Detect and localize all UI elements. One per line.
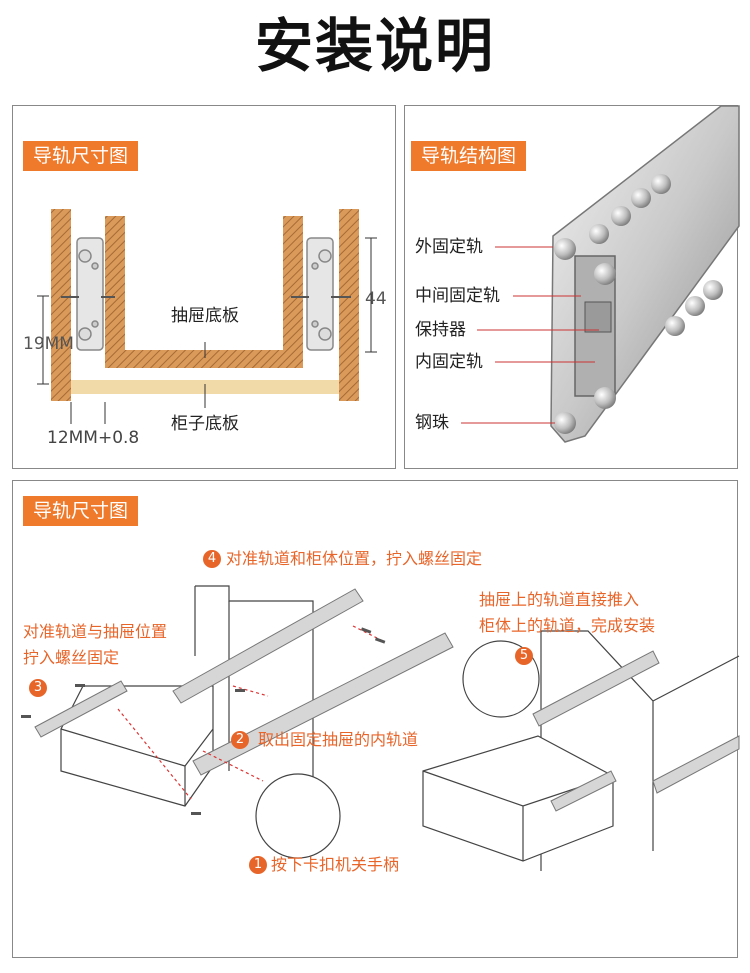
drawer-bottom-label: 抽屉底板 bbox=[171, 306, 239, 326]
step-3-text-line2: 拧入螺丝固定 bbox=[23, 648, 120, 667]
install-illustration bbox=[21, 585, 740, 871]
step-4-text: 对准轨道和柜体位置，拧入螺丝固定 bbox=[226, 549, 483, 568]
step-3-badge: 3 bbox=[29, 679, 47, 697]
install-panel-tag: 导轨尺寸图 bbox=[23, 496, 139, 526]
step-4-badge: 4 bbox=[203, 550, 221, 568]
rail-cross-section bbox=[461, 105, 740, 443]
step-1-text: 按下卡扣机关手柄 bbox=[271, 855, 400, 874]
gap-label: 12MM+0.8 bbox=[47, 428, 140, 448]
right-drawer bbox=[422, 735, 614, 862]
screw-paths bbox=[117, 625, 384, 800]
leader-lines bbox=[461, 246, 599, 424]
structure-panel-tag: 导轨结构图 bbox=[411, 141, 527, 171]
page-title: 安装说明 bbox=[254, 12, 495, 80]
step-5-text-line1: 抽屉上的轨道直接推入 bbox=[479, 590, 640, 609]
middle-rail-label: 中间固定轨 bbox=[415, 286, 500, 306]
dimension-drawing bbox=[37, 209, 377, 424]
cage bbox=[584, 301, 612, 333]
dimension-panel-tag: 导轨尺寸图 bbox=[23, 141, 139, 171]
height-19-label: 19MM bbox=[23, 334, 74, 354]
cabinet-right-wall bbox=[339, 209, 359, 401]
step-3-text-line1: 对准轨道与抽屉位置 bbox=[23, 622, 168, 641]
magnifier-left bbox=[255, 773, 341, 859]
step-1-badge: 1 bbox=[249, 856, 267, 874]
right-slide bbox=[306, 237, 334, 351]
step-2-text: 取出固定抽屉的内轨道 bbox=[258, 730, 419, 749]
dimension-panel: 导轨尺寸图 bbox=[12, 105, 396, 469]
step-5-text-line2: 柜体上的轨道，完成安装 bbox=[479, 616, 656, 635]
inner-rail-label: 内固定轨 bbox=[415, 352, 483, 372]
screws bbox=[21, 627, 386, 815]
outer-rail-label: 外固定轨 bbox=[415, 237, 483, 257]
install-panel: 导轨尺寸图 bbox=[12, 480, 740, 958]
step-5-badge: 5 bbox=[515, 647, 533, 665]
left-slide bbox=[76, 237, 104, 351]
cage-label: 保持器 bbox=[415, 320, 466, 340]
ball-label: 钢珠 bbox=[415, 413, 449, 433]
balls bbox=[554, 174, 723, 434]
step-2-badge: 2 bbox=[231, 731, 249, 749]
cabinet-bottom-label: 柜子底板 bbox=[171, 414, 239, 434]
drawer-body bbox=[105, 216, 303, 368]
structure-panel: 导轨结构图 bbox=[404, 105, 740, 469]
cabinet-left-wall bbox=[51, 209, 71, 401]
height-44-label: 44 bbox=[365, 289, 387, 309]
dimension-lines bbox=[37, 237, 377, 424]
rails bbox=[34, 588, 740, 812]
